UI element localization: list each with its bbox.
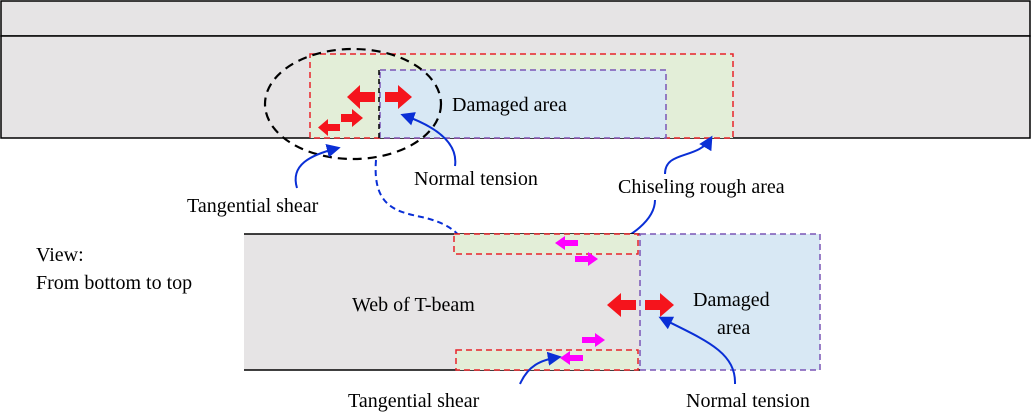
magenta-arrow-bottom-left-icon [560,351,583,365]
normal-tension-top-pointer-icon [400,112,457,167]
top-flange-strip [0,0,1031,37]
red-arrow-right-bottom-icon [645,293,674,317]
magenta-arrow-top-right-icon [575,252,598,266]
top-shear-arrows [318,109,363,136]
normal-tension-top-label: Normal tension [414,168,538,190]
tangential-shear-bottom-pointer-icon [519,351,562,385]
web-body [244,234,640,370]
view-label-line1: View: [36,244,84,266]
bottom-shear-arrows [555,236,605,365]
red-arrow-left-bottom-icon [607,293,636,317]
normal-tension-bottom-label: Normal tension [686,390,810,412]
bottom-damaged-label-line2: area [717,317,750,339]
tangential-shear-top-pointer-icon [294,143,341,189]
bottom-damaged-label-line1: Damaged [693,289,770,311]
red-shear-arrow-left-icon [318,119,340,136]
normal-tension-bottom-pointer-icon [658,316,737,385]
red-arrow-left-icon [347,85,375,109]
magenta-arrow-top-left-icon [555,236,578,250]
view-connector-dashed-icon [374,159,471,255]
view-label-line2: From bottom to top [36,272,192,294]
bottom-web-view: Web of T-beam Damaged area [244,233,821,371]
web-of-t-beam-label: Web of T-beam [352,294,475,316]
top-normal-tension-arrows [347,85,412,109]
chiseling-pointer-up-icon [664,135,713,175]
zoom-ellipse [263,47,443,161]
tangential-shear-top-label: Tangential shear [187,195,319,217]
bottom-normal-tension-arrows [607,293,674,317]
top-beam-view: Damaged area [0,0,1031,161]
top-damaged-area-label: Damaged area [452,94,567,116]
chiseling-rough-area-label: Chiseling rough area [618,176,785,198]
red-arrow-right-icon [385,85,412,109]
tangential-shear-bottom-label: Tangential shear [348,390,480,412]
magenta-arrow-bottom-right-icon [582,333,605,347]
red-shear-arrow-right-icon [341,109,363,127]
bottom-rough-area-top [453,233,639,255]
